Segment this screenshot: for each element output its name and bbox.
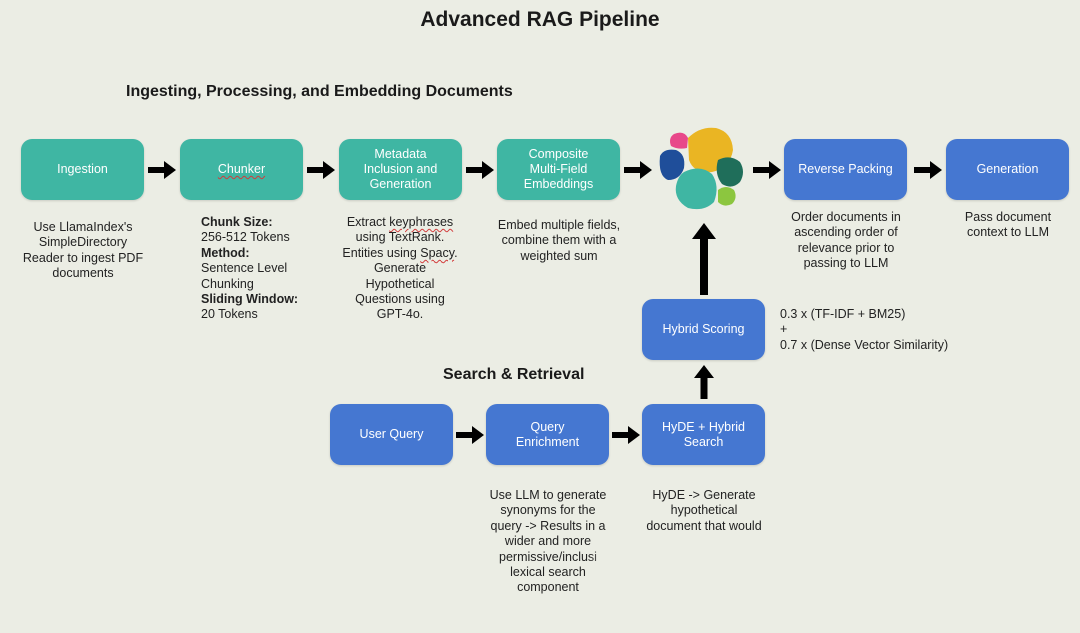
metadata-desc-part: . Generate Hypothetical Questions using … [355,245,458,322]
query-enrichment-box: Query Enrichment [486,404,609,465]
composite-embeddings-box: Composite Multi-Field Embeddings [497,139,620,200]
hybrid-scoring-box: Hybrid Scoring [642,299,765,360]
faded-region [588,536,828,606]
query-enrichment-description: Use LLM to generate synonyms for the que… [489,488,607,595]
ingestion-box: Ingestion [21,139,144,200]
arrow-right-icon [914,161,942,179]
arrow-right-icon [466,161,494,179]
hybrid-scoring-description: 0.3 x (TF-IDF + BM25) + 0.7 x (Dense Vec… [780,307,949,352]
chunker-description: Chunk Size: 256-512 Tokens Method: Sente… [201,215,331,323]
method-label: Method: [201,245,250,260]
metadata-desc-spacy: Spacy [420,245,455,260]
section-title-ingest: Ingesting, Processing, and Embedding Doc… [126,83,513,100]
arrow-right-icon [456,426,484,444]
chunker-box: Chunker [180,139,303,200]
hyde-search-description: HyDE -> Generate hypothetical document t… [646,488,762,533]
composite-embeddings-description: Embed multiple fields, combine them with… [497,218,621,263]
generation-description: Pass document context to LLM [964,210,1052,240]
sliding-window-label: Sliding Window: [201,292,299,307]
metadata-desc-keyphrases: keyphrases [389,215,454,229]
sliding-window-value: 20 Tokens [201,307,258,322]
chunk-size-label: Chunk Size: [201,215,273,229]
arrow-right-icon [612,426,640,444]
arrow-up-icon [694,365,714,399]
metadata-description: Extract keyphrases using TextRank. Entit… [325,215,475,323]
chunker-box-label: Chunker [217,162,266,176]
section-title-search: Search & Retrieval [443,366,585,383]
arrow-right-icon [148,161,176,179]
chunk-size-value: 256-512 Tokens [201,230,290,245]
arrow-right-icon [307,161,335,179]
arrow-up-icon [692,223,716,295]
elasticsearch-logo-icon [659,127,743,210]
generation-box: Generation [946,139,1069,200]
hyde-hybrid-search-box: HyDE + Hybrid Search [642,404,765,465]
metadata-box: Metadata Inclusion and Generation [339,139,462,200]
arrow-right-icon [624,161,652,179]
reverse-packing-description: Order documents in ascending order of re… [791,210,901,271]
ingestion-description: Use LlamaIndex's SimpleDirectory Reader … [22,220,144,281]
arrow-right-icon [753,161,781,179]
metadata-desc-part: using TextRank. Entities using [342,230,445,260]
page-title: Advanced RAG Pipeline [420,8,660,31]
user-query-box: User Query [330,404,453,465]
method-value: Sentence Level Chunking [201,261,288,291]
reverse-packing-box: Reverse Packing [784,139,907,200]
metadata-desc-part: Extract [346,215,390,229]
